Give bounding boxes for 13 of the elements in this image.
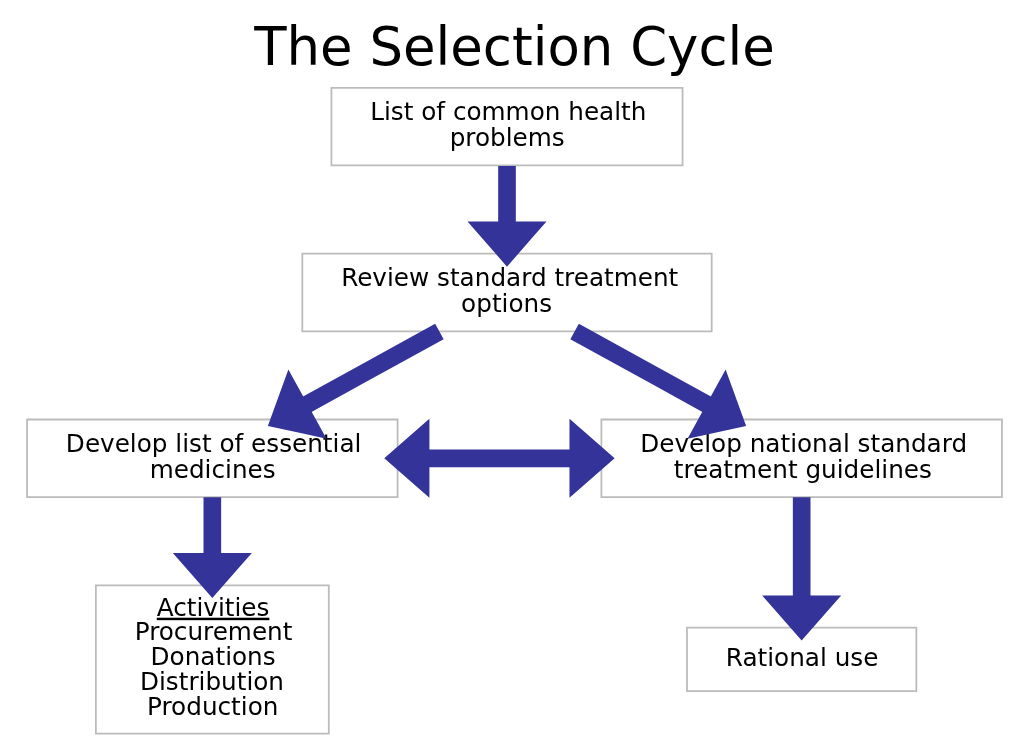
- arrow: [383, 418, 615, 498]
- node-box: Review standard treatment options: [300, 252, 713, 333]
- arrow: [569, 323, 746, 439]
- node-box: Activities Procurement Donations Distribution Production: [94, 584, 330, 735]
- diagram-title: The Selection Cycle: [253, 15, 775, 77]
- node-box: Develop list of essential medicines: [25, 418, 398, 498]
- node-box: List of common health problems: [330, 86, 683, 167]
- arrow: [761, 497, 841, 641]
- node-box: Develop national standard treatment guidelines: [600, 418, 1003, 498]
- arrow: [467, 166, 547, 267]
- node-box: Rational use: [685, 626, 917, 693]
- arrow: [172, 497, 252, 599]
- arrow: [267, 323, 444, 439]
